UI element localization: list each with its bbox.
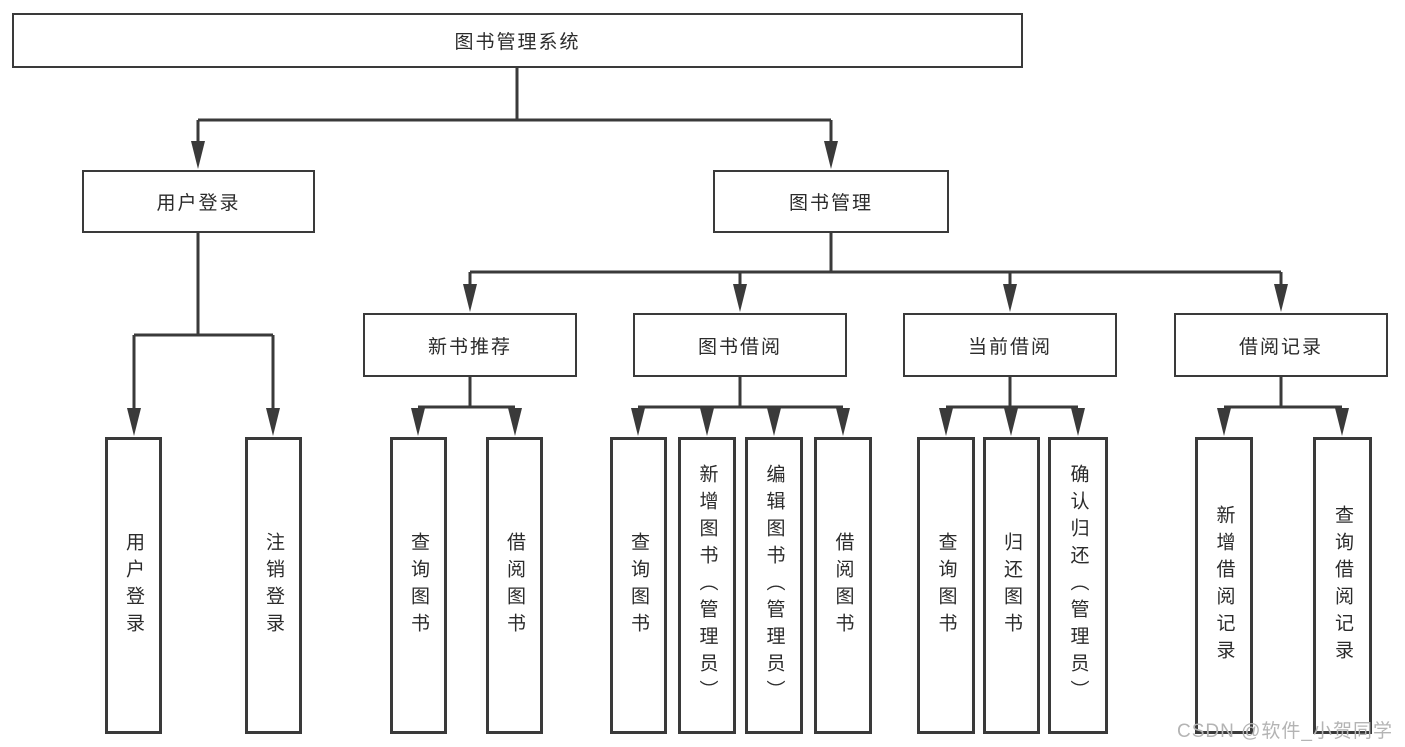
arrow-down-icon xyxy=(767,408,781,436)
arrow-down-icon xyxy=(266,408,280,436)
leaf-borrow-books-label: 借阅图书 xyxy=(832,531,854,640)
node-new-book-recommend-label: 新书推荐 xyxy=(427,336,512,358)
node-borrow-records: 借阅记录 xyxy=(1174,313,1388,377)
leaf-borrow-books: 借阅图书 xyxy=(814,437,872,734)
arrow-down-icon xyxy=(1003,284,1017,312)
leaf-logout-label: 注销登录 xyxy=(263,531,284,640)
connector-borrow-records-children xyxy=(1224,377,1342,409)
leaf-query-books-recommend-label: 查询图书 xyxy=(408,531,429,640)
arrow-down-icon xyxy=(191,141,205,169)
leaf-logout: 注销登录 xyxy=(245,437,302,734)
node-current-borrow: 当前借阅 xyxy=(903,313,1117,377)
node-new-book-recommend: 新书推荐 xyxy=(363,313,577,377)
leaf-borrow-books-recommend-label: 借阅图书 xyxy=(504,531,525,640)
leaf-add-borrow-record: 新增借阅记录 xyxy=(1195,437,1253,734)
leaf-add-book-admin-label: 新增图书（管理员） xyxy=(696,464,718,707)
leaf-add-book-admin: 新增图书（管理员） xyxy=(678,437,736,734)
arrow-down-icon xyxy=(631,408,645,436)
node-current-borrow-label: 当前借阅 xyxy=(967,336,1052,358)
leaf-query-books-borrow-label: 查询图书 xyxy=(628,531,649,640)
arrow-down-icon xyxy=(824,141,838,169)
node-root-label: 图书管理系统 xyxy=(454,32,581,53)
leaf-query-borrow-record-label: 查询借阅记录 xyxy=(1332,504,1353,667)
connector-book-management-children xyxy=(468,233,1283,284)
leaf-user-login: 用户登录 xyxy=(105,437,162,734)
leaf-return-book-label: 归还图书 xyxy=(1001,531,1022,640)
node-book-borrow-label: 图书借阅 xyxy=(697,336,782,358)
leaf-confirm-return-admin-label: 确认归还（管理员） xyxy=(1067,464,1089,707)
node-user-login: 用户登录 xyxy=(82,170,315,233)
leaf-query-books-borrow: 查询图书 xyxy=(610,437,667,734)
arrow-down-icon xyxy=(127,408,141,436)
leaf-borrow-books-recommend: 借阅图书 xyxy=(486,437,543,734)
arrow-down-icon xyxy=(836,408,850,436)
connector-new-book-children xyxy=(418,377,515,409)
arrow-down-icon xyxy=(463,284,477,312)
arrow-down-icon xyxy=(733,284,747,312)
leaf-user-login-label: 用户登录 xyxy=(123,531,144,640)
arrow-down-icon xyxy=(1217,408,1231,436)
connector-user-login-children xyxy=(132,233,275,409)
node-borrow-records-label: 借阅记录 xyxy=(1238,336,1323,358)
leaf-query-books-current-label: 查询图书 xyxy=(935,531,957,640)
leaf-confirm-return-admin: 确认归还（管理员） xyxy=(1048,437,1108,734)
arrow-down-icon xyxy=(1335,408,1349,436)
leaf-add-borrow-record-label: 新增借阅记录 xyxy=(1213,504,1235,667)
node-book-management-label: 图书管理 xyxy=(788,193,873,214)
connector-current-borrow-children xyxy=(946,377,1078,409)
leaf-query-borrow-record: 查询借阅记录 xyxy=(1313,437,1372,734)
node-book-borrow: 图书借阅 xyxy=(633,313,847,377)
arrow-down-icon xyxy=(1071,408,1085,436)
arrow-down-icon xyxy=(700,408,714,436)
arrow-down-icon xyxy=(411,408,425,436)
connector-book-borrow-children xyxy=(638,377,843,409)
arrow-down-icon xyxy=(939,408,953,436)
leaf-edit-book-admin-label: 编辑图书（管理员） xyxy=(763,464,785,707)
arrow-down-icon xyxy=(508,408,522,436)
node-user-login-label: 用户登录 xyxy=(156,193,241,214)
node-root: 图书管理系统 xyxy=(12,13,1023,68)
connector-root-to-level2 xyxy=(196,68,833,142)
leaf-query-books-current: 查询图书 xyxy=(917,437,975,734)
node-book-management: 图书管理 xyxy=(713,170,949,233)
leaf-return-book: 归还图书 xyxy=(983,437,1040,734)
watermark: CSDN @软件_小贺同学 xyxy=(1177,721,1393,742)
leaf-query-books-recommend: 查询图书 xyxy=(390,437,447,734)
arrow-down-icon xyxy=(1274,284,1288,312)
arrow-down-icon xyxy=(1004,408,1018,436)
leaf-edit-book-admin: 编辑图书（管理员） xyxy=(745,437,803,734)
